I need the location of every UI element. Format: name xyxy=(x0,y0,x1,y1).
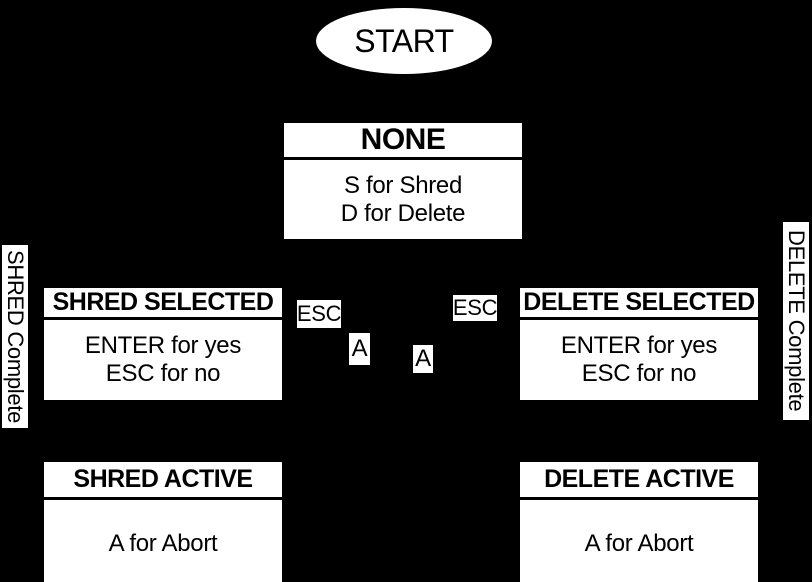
state-node-delete-selected-line: ENTER for yes xyxy=(560,332,718,359)
state-node-shred-active-line: A for Abort xyxy=(108,530,218,557)
state-node-shred-selected-body: ENTER for yes ESC for no xyxy=(44,320,282,400)
state-node-delete-active-body: A for Abort xyxy=(520,500,758,582)
state-node-none-line: D for Delete xyxy=(340,199,466,227)
edge-label-esc-left: ESC xyxy=(296,300,342,328)
state-node-shred-active: SHRED ACTIVE A for Abort xyxy=(44,462,282,582)
state-node-delete-selected-body: ENTER for yes ESC for no xyxy=(520,320,758,400)
state-node-none-title: NONE xyxy=(284,123,522,160)
state-node-shred-selected-line: ESC for no xyxy=(105,360,221,387)
state-node-none: NONE S for Shred D for Delete xyxy=(284,123,522,239)
state-node-shred-active-title: SHRED ACTIVE xyxy=(44,462,282,500)
state-node-shred-selected: SHRED SELECTED ENTER for yes ESC for no xyxy=(44,288,282,400)
state-node-shred-selected-line: ENTER for yes xyxy=(84,332,242,359)
start-node-label: START xyxy=(354,22,454,59)
edge-label-delete-complete: DELETE Complete xyxy=(783,222,809,420)
state-node-shred-active-body: A for Abort xyxy=(44,500,282,582)
state-node-delete-selected: DELETE SELECTED ENTER for yes ESC for no xyxy=(520,288,758,400)
state-node-none-line: S for Shred xyxy=(343,171,463,199)
state-node-delete-active-line: A for Abort xyxy=(584,530,694,557)
state-node-delete-selected-title: DELETE SELECTED xyxy=(520,288,758,320)
state-node-none-body: S for Shred D for Delete xyxy=(284,160,522,239)
start-node: START xyxy=(316,8,492,74)
state-node-delete-active-title: DELETE ACTIVE xyxy=(520,462,758,500)
edge-label-shred-complete: SHRED Complete xyxy=(2,245,28,428)
edge-label-a-left: A xyxy=(349,333,370,365)
edge-label-esc-right: ESC xyxy=(452,295,498,321)
state-node-shred-selected-title: SHRED SELECTED xyxy=(44,288,282,320)
state-node-delete-selected-line: ESC for no xyxy=(581,360,697,387)
state-node-delete-active: DELETE ACTIVE A for Abort xyxy=(520,462,758,582)
edge-label-a-right: A xyxy=(413,345,433,373)
